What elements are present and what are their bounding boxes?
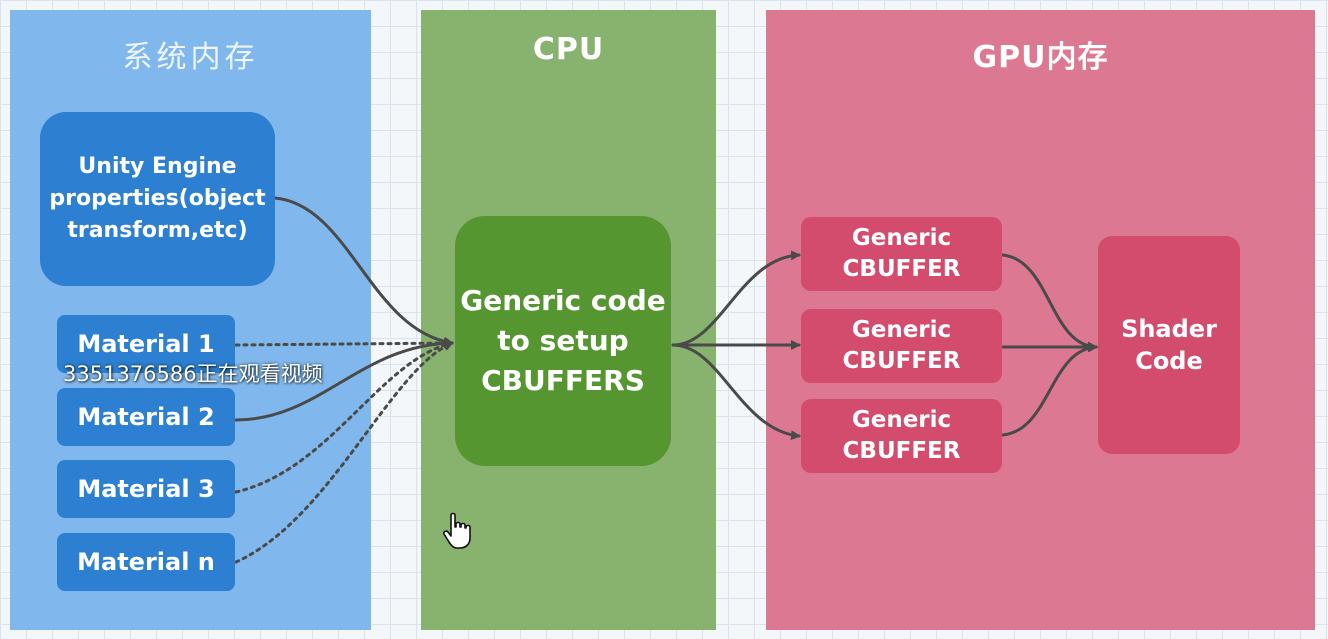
material-2-box: Material 2 (57, 388, 235, 446)
cpu-generic-code-box: Generic code to setup CBUFFERS (455, 216, 671, 466)
engine-to-cpu-arrow (273, 196, 454, 347)
shader-code-box: Shader Code (1098, 236, 1240, 454)
material-3-box: Material 3 (57, 460, 235, 518)
system-memory-title: 系统内存 (122, 40, 259, 75)
material-n-box: Material n (57, 533, 235, 591)
cbuffer3-to-shader-arrow (1001, 342, 1098, 437)
material3-to-cpu-arrow (234, 339, 454, 494)
material-1-box: Material 1 (57, 315, 235, 373)
cpu-title: CPU (532, 32, 605, 67)
cbuffer1-to-shader-arrow (1001, 253, 1098, 352)
cpu-to-cbuffer3-arrow (671, 343, 801, 441)
unity-engine-properties-box: Unity Engine properties(object transform… (40, 112, 275, 286)
generic-cbuffer-box-3: Generic CBUFFER (801, 399, 1002, 473)
generic-cbuffer-box-1: Generic CBUFFER (801, 217, 1002, 291)
cpu-to-cbuffer1-arrow (671, 250, 801, 347)
material2-to-cpu-arrow (234, 338, 454, 422)
material1-to-cpu-arrow (234, 338, 454, 349)
gpu-memory-title: GPU内存 (972, 40, 1109, 75)
generic-cbuffer-box-2: Generic CBUFFER (801, 309, 1002, 383)
viewer-watermark: 3351376586正在观看视频 (63, 362, 323, 386)
hand-pointer-icon (442, 512, 474, 554)
materialn-to-cpu-arrow (234, 341, 454, 564)
